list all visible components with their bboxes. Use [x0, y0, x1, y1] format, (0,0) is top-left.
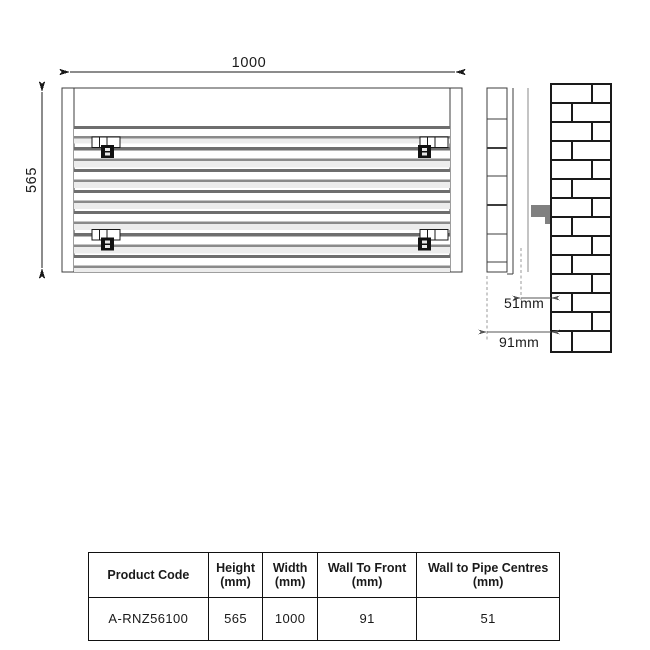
radiator-front-view	[61, 87, 463, 273]
fin-line	[74, 179, 450, 182]
fin-line	[74, 244, 450, 247]
mounting-bracket-top-right	[418, 136, 449, 158]
fin-band	[74, 224, 450, 230]
fin-line	[74, 158, 450, 161]
fin-band	[74, 160, 450, 168]
fin-band	[74, 182, 450, 188]
wall-bracket-foot	[545, 205, 553, 224]
fin-gap	[74, 236, 450, 245]
fin-line	[74, 169, 450, 173]
header-height: Height (mm)	[207, 552, 264, 598]
mounting-bracket-top-left	[91, 136, 121, 158]
header-unit: (mm)	[472, 575, 504, 589]
bracket-screw-bottom	[422, 152, 427, 156]
fin-line	[74, 265, 450, 268]
bracket-screw-bottom	[105, 245, 110, 248]
table-row: A-RNZ56100 565 1000 91 51	[88, 597, 560, 641]
wall-to-pipe-dimension: 51mm	[504, 248, 560, 311]
cell-height: 565	[207, 597, 264, 641]
bracket-plate	[419, 136, 449, 149]
wall-to-pipe-label: 51mm	[504, 295, 544, 311]
fin-gap	[74, 172, 450, 180]
mounting-bracket-bottom-right	[418, 228, 449, 251]
bracket-screw-bottom	[105, 152, 110, 156]
cell-product-code: A-RNZ56100	[88, 597, 209, 641]
brick-wall	[550, 83, 612, 353]
cell-wall-to-front: 91	[316, 597, 418, 641]
width-dimension-label: 1000	[232, 55, 267, 71]
mounting-bracket-bottom-left	[91, 228, 121, 251]
fin-gap	[74, 129, 450, 137]
fin-band	[74, 138, 450, 144]
fin-band	[74, 203, 450, 209]
header-unit: (mm)	[220, 575, 251, 589]
wall-head-joints	[571, 84, 593, 352]
fin-line	[74, 147, 450, 151]
header-label: Wall to Pipe Centres	[427, 561, 549, 575]
fin-gap	[74, 193, 450, 201]
header-product-code: Product Code	[88, 552, 209, 598]
fin-gap	[74, 214, 450, 222]
wall-outline	[550, 83, 612, 353]
width-dimension: 1000	[59, 55, 466, 76]
fin-line	[74, 126, 450, 130]
fin-line	[74, 190, 450, 194]
header-label: Product Code	[107, 568, 190, 582]
wall-courses	[551, 102, 611, 332]
fin-gap	[74, 258, 450, 266]
header-wall-to-front: Wall To Front (mm)	[316, 552, 418, 598]
bracket-block	[101, 237, 114, 251]
bracket-screw-bottom	[422, 245, 427, 248]
cell-wall-to-pipe-centres: 51	[416, 597, 560, 641]
product-spec-table: Product Code Height (mm) Width (mm) Wall…	[88, 552, 560, 641]
bracket-plate	[419, 228, 449, 241]
wall-bracket	[531, 205, 553, 224]
table-header-row: Product Code Height (mm) Width (mm) Wall…	[88, 552, 560, 598]
fin-line	[74, 136, 450, 139]
bracket-screw-top	[105, 148, 110, 151]
bracket-screw-top	[422, 148, 427, 151]
bracket-screw-top	[422, 240, 427, 244]
radiator-fins	[74, 126, 450, 272]
header-width: Width (mm)	[262, 552, 318, 598]
bracket-block	[418, 145, 431, 158]
bracket-screw-top	[105, 240, 110, 244]
wall-to-front-label: 91mm	[499, 334, 539, 350]
fin-line	[74, 233, 450, 237]
fin-band	[74, 268, 450, 272]
bracket-block	[101, 145, 114, 158]
fin-gap	[74, 150, 450, 159]
header-label: Wall To Front	[327, 561, 407, 575]
header-unit: (mm)	[351, 575, 383, 589]
fin-band	[74, 247, 450, 254]
fin-line	[74, 255, 450, 259]
header-unit: (mm)	[274, 575, 306, 589]
side-profile-outline	[486, 87, 508, 273]
height-dimension-label: 565	[24, 167, 40, 193]
header-label: Width	[272, 561, 308, 575]
header-wall-to-pipe-centres: Wall to Pipe Centres (mm)	[416, 552, 560, 598]
cell-width: 1000	[262, 597, 318, 641]
height-dimension: 565	[24, 81, 46, 279]
header-label: Height	[216, 561, 255, 575]
product-spec-table-wrapper: Product Code Height (mm) Width (mm) Wall…	[88, 552, 560, 641]
bracket-block	[418, 237, 431, 251]
fin-line	[74, 200, 450, 203]
fin-line	[74, 211, 450, 215]
wall-to-front-dimension: 91mm	[478, 276, 560, 350]
radiator-side-profile	[486, 87, 529, 275]
fin-line	[74, 221, 450, 224]
